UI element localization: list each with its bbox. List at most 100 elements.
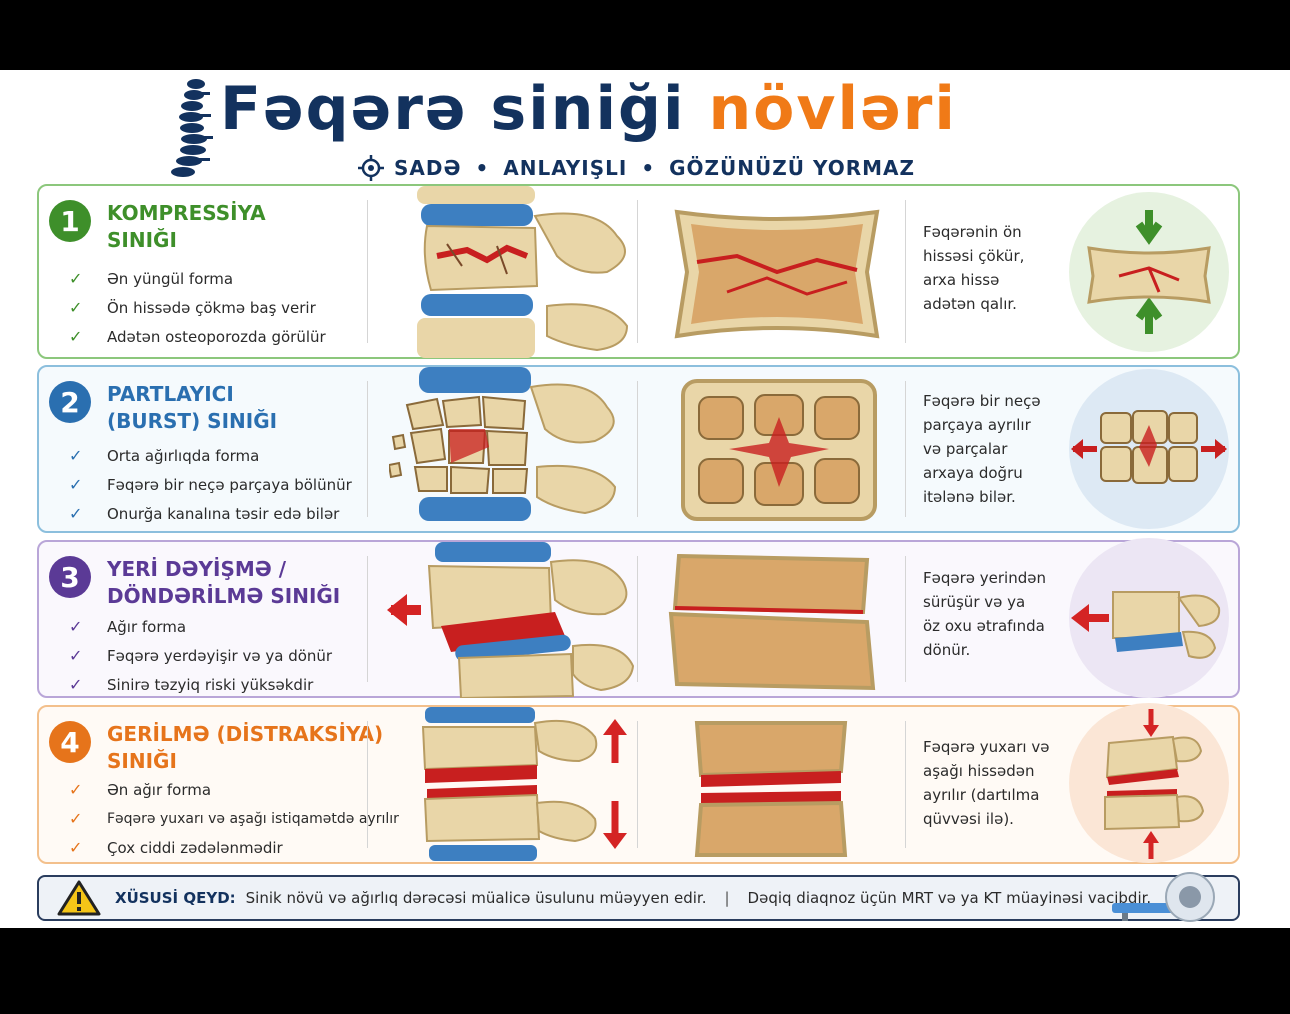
bullet-item: ✓ Sinirə təzyiq riski yüksəkdir <box>69 670 332 699</box>
infographic-page: Fəqərə siniği növləri SADƏ • ANLAYIŞLI •… <box>0 70 1290 928</box>
check-icon: ✓ <box>69 617 83 636</box>
special-note-bar: XÜSUSİ QEYD: Sinik növü və ağırlıq dərəc… <box>37 872 1240 922</box>
card-number-badge: 4 <box>49 721 91 763</box>
bullet-text: Çox ciddi zədələnmədir <box>107 838 283 857</box>
card-number-badge: 2 <box>49 381 91 423</box>
distraction-arrows-icon <box>1104 709 1205 859</box>
divider <box>367 200 368 343</box>
divider <box>637 721 638 848</box>
note-separator: | <box>724 889 730 907</box>
title-part-2: növləri <box>708 74 957 144</box>
check-icon: ✓ <box>69 475 83 494</box>
card-heading-line1: PARTLAYICI <box>107 382 234 406</box>
description-line: aşağı hissədən <box>923 762 1035 780</box>
title-part-1: Fəqərə siniği <box>220 74 686 144</box>
check-icon: ✓ <box>69 298 83 317</box>
check-icon: ✓ <box>69 269 83 288</box>
card-heading-line1: GERİLMƏ (DİSTRAKSİYA) <box>107 722 384 746</box>
bullet-item: ✓ Ən yüngül forma <box>69 264 326 293</box>
displacement-diagram <box>1069 538 1229 698</box>
subtitle: SADƏ • ANLAYIŞLI • GÖZÜNÜZÜ YORMAZ <box>358 154 915 182</box>
spine-illustration-distraction <box>421 707 627 861</box>
card-burst-fracture: 2 PARTLAYICI (BURST) SINIĞI ✓Orta ağırlı… <box>37 365 1240 533</box>
check-icon: ✓ <box>69 327 83 346</box>
card-heading-line2: SINIĞI <box>107 228 177 252</box>
description-line: öz oxu ətrafında <box>923 617 1045 635</box>
vertebra-cross-section-displacement <box>668 553 876 691</box>
bullet-text: Ön hissədə çökmə baş verir <box>107 298 316 317</box>
divider <box>905 556 906 682</box>
bullet-item: ✓ Onurğa kanalına təsir edə bilər <box>69 499 352 528</box>
bullet-item: ✓Ağır forma <box>69 612 332 641</box>
card-description: Fəqərə yerindən sürüşür və ya öz oxu ətr… <box>923 566 1073 662</box>
bullet-text: Ən ağır forma <box>107 780 212 799</box>
divider <box>367 721 368 848</box>
bullet-text: Sinirə təzyiq riski yüksəkdir <box>107 675 314 694</box>
spine-illustration-burst <box>389 367 617 521</box>
description-line: sürüşür və ya <box>923 593 1026 611</box>
description-line: dönür. <box>923 641 971 659</box>
note-text-2: Dəqiq diaqnoz üçün MRT və ya KT müayinəs… <box>747 889 1152 907</box>
bullet-text: Fəqərə bir neçə parçaya bölünür <box>107 475 352 494</box>
divider <box>905 721 906 848</box>
description-line: qüvvəsi ilə). <box>923 810 1014 828</box>
description-line: ayrılır (dartılma <box>923 786 1040 804</box>
description-line: Fəqərənin ön <box>923 223 1022 241</box>
card-heading: YERİ DƏYİŞMƏ / DÖNDƏRİLMƏ SINIĞI <box>107 556 377 610</box>
card-heading-line2: (BURST) SINIĞI <box>107 409 278 433</box>
description-line: Fəqərə yerindən <box>923 569 1046 587</box>
check-icon: ✓ <box>69 675 83 694</box>
divider <box>637 200 638 343</box>
bullet-item: ✓Ən ağır forma <box>69 775 399 804</box>
check-icon: ✓ <box>69 504 83 523</box>
bullet-text: Ən yüngül forma <box>107 269 234 288</box>
divider <box>637 381 638 517</box>
description-line: itələnə bilər. <box>923 488 1016 506</box>
card-number-badge: 1 <box>49 200 91 242</box>
check-icon: ✓ <box>69 809 83 828</box>
card-compression-fracture: 1 KOMPRESSİYA SINIĞI ✓ Ən yüngül forma ✓ Ö… <box>37 184 1240 359</box>
description-line: parçaya ayrılır <box>923 416 1031 434</box>
card-description: Fəqərə yuxarı və aşağı hissədən ayrılır … <box>923 735 1073 831</box>
bullet-item: ✓Fəqərə yuxarı və aşağı istiqamətdə ayrı… <box>69 804 399 833</box>
bullet-text: Adətən osteoporozda görülür <box>107 327 326 346</box>
vertebra-cross-section-distraction <box>694 721 848 857</box>
compression-arrows-icon <box>1087 210 1211 334</box>
title-row: Fəqərə siniği növləri SADƏ • ANLAYIŞLI •… <box>0 70 1290 181</box>
spine-illustration-compression <box>417 186 629 358</box>
check-icon: ✓ <box>69 838 83 857</box>
subtitle-word-1: SADƏ <box>394 156 462 180</box>
description-line: arxaya doğru <box>923 464 1023 482</box>
check-icon: ✓ <box>69 446 83 465</box>
burst-diagram <box>1069 369 1229 529</box>
bullet-item: ✓ Fəqərə bir neçə parçaya bölünür <box>69 470 352 499</box>
divider <box>367 556 368 682</box>
card-heading-line1: KOMPRESSİYA <box>107 201 266 225</box>
page-title: Fəqərə siniği növləri <box>220 74 957 144</box>
compression-diagram <box>1069 192 1229 352</box>
vertebra-cross-section-compression <box>674 209 880 339</box>
bullet-item: ✓Fəqərə yerdəyişir və ya dönür <box>69 641 332 670</box>
bullet-item: ✓Orta ağırlıqda forma <box>69 441 352 470</box>
card-displacement-fracture: 3 YERİ DƏYİŞMƏ / DÖNDƏRİLMƏ SINIĞI ✓Ağır… <box>37 538 1240 699</box>
description-line: arxa hissə <box>923 271 1000 289</box>
description-line: Fəqərə yuxarı və <box>923 738 1050 756</box>
card-number-badge: 3 <box>49 556 91 598</box>
divider <box>905 381 906 517</box>
bullet-text: Fəqərə yerdəyişir və ya dönür <box>107 646 333 665</box>
divider <box>637 556 638 682</box>
card-heading: KOMPRESSİYA SINIĞI <box>107 200 377 254</box>
description-line: adətən qalır. <box>923 295 1017 313</box>
card-heading: PARTLAYICI (BURST) SINIĞI <box>107 381 377 435</box>
subtitle-separator: • <box>475 156 490 180</box>
spine-illustration-displacement <box>387 542 635 698</box>
target-icon <box>358 155 384 181</box>
displacement-arrow-icon <box>1071 591 1221 659</box>
vertebra-cross-section-burst <box>681 379 877 521</box>
card-description: Fəqərənin ön hissəsi çökür, arxa hissə a… <box>923 220 1073 316</box>
divider <box>905 200 906 343</box>
warning-icon <box>57 880 101 916</box>
divider <box>367 381 368 517</box>
bullet-text: Onurğa kanalına təsir edə bilər <box>107 504 340 523</box>
card-distraction-fracture: 4 GERİLMƏ (DİSTRAKSİYA) SINIĞI ✓Ən ağır … <box>37 703 1240 864</box>
